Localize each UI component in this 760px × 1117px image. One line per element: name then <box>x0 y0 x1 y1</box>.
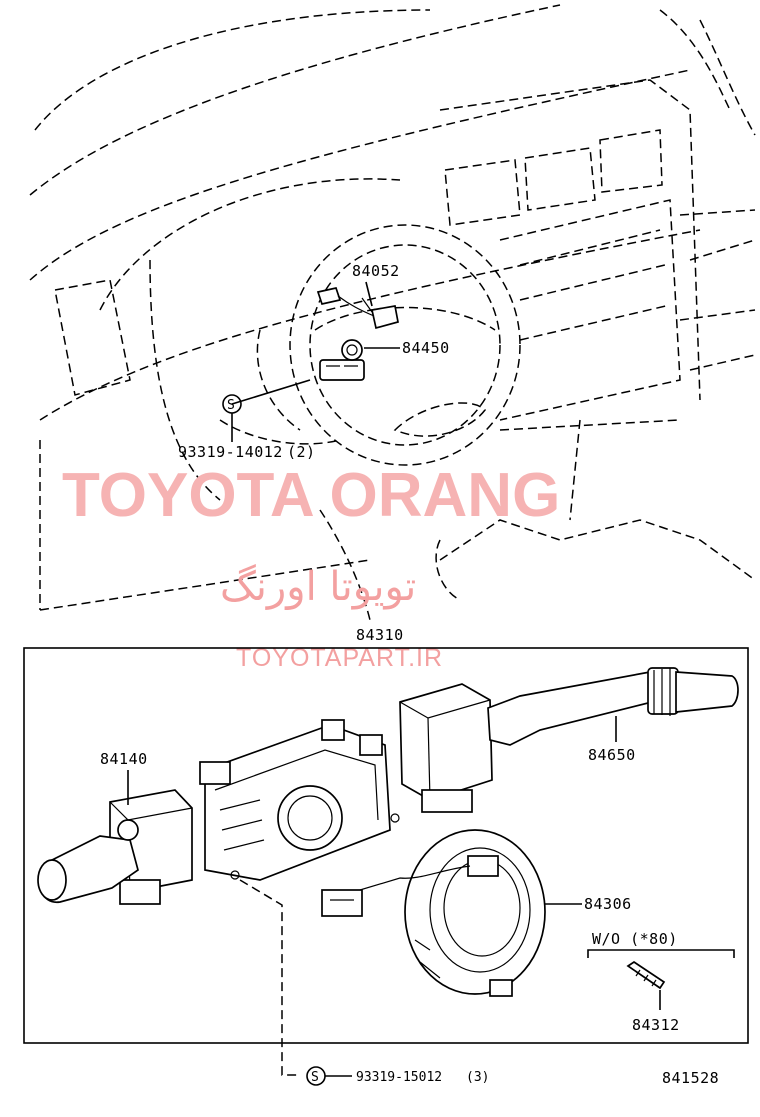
label-93319-14012: 93319-14012 <box>178 443 283 461</box>
note-bracket <box>587 949 735 958</box>
part-84312-pin <box>626 960 666 990</box>
part-84052-sensor <box>316 287 399 330</box>
part-84140-turn-signal-switch <box>37 789 193 905</box>
part-84650-wiper-switch <box>399 667 739 813</box>
standard-part-symbol: S <box>311 1070 319 1085</box>
assembly-box <box>23 647 749 1044</box>
label-84450: 84450 <box>402 339 450 357</box>
switch-bracket <box>199 719 400 881</box>
label-93319-15012: 93319-15012 <box>356 1070 442 1085</box>
leader-93319-15012 <box>239 879 300 1076</box>
label-93319-15012-qty: (3) <box>466 1070 489 1085</box>
part-84450-horn-contact <box>319 339 365 381</box>
watermark-brand: TOYOTA ORANG <box>62 461 560 530</box>
diagram-number: 841528 <box>662 1069 719 1087</box>
label-93319-14012-qty: (2) <box>287 443 316 461</box>
leader-84052 <box>365 281 373 307</box>
label-84650: 84650 <box>588 746 636 764</box>
standard-part-icon: S <box>227 398 235 413</box>
part-84306-spiral-cable <box>321 829 546 997</box>
label-84140: 84140 <box>100 750 148 768</box>
screw-93319-14012: S <box>222 379 311 442</box>
steering-wheel <box>219 224 521 466</box>
label-84310: 84310 <box>356 626 404 644</box>
label-84312: 84312 <box>632 1016 680 1034</box>
watermark-brand-fa: تويوتا اورنگ <box>220 564 416 610</box>
dashboard-outline <box>29 4 756 621</box>
label-84306: 84306 <box>584 895 632 913</box>
label-84052: 84052 <box>352 262 400 280</box>
note-without-80: W/O (*80) <box>592 930 678 948</box>
